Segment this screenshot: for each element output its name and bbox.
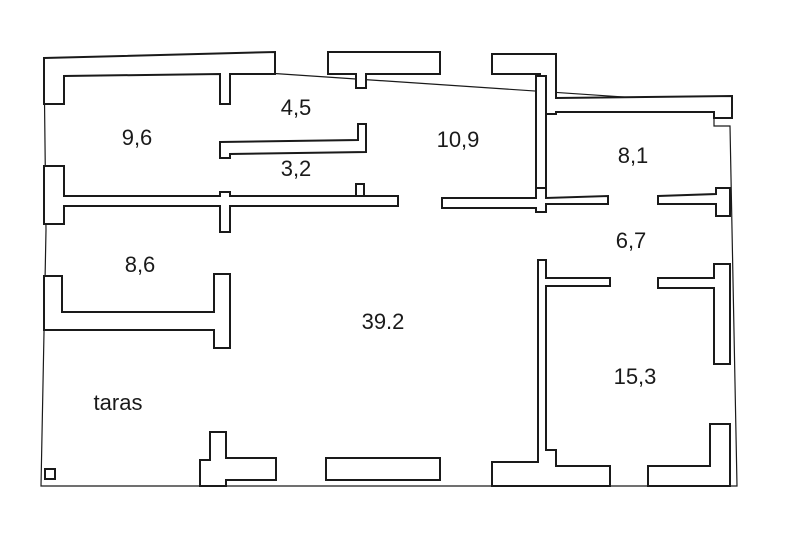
wall-bedroom-lower-right bbox=[647, 423, 731, 487]
room-label: 39.2 bbox=[362, 309, 405, 334]
wall-mid-horizontal-left bbox=[43, 165, 399, 233]
wall-bedroom-upper-right bbox=[657, 263, 731, 365]
wall-bottom-center bbox=[325, 457, 441, 481]
wall-room-86 bbox=[43, 273, 231, 349]
terrace-label: taras bbox=[94, 390, 143, 415]
wall-closet-upper bbox=[219, 123, 367, 159]
room-label: 3,2 bbox=[281, 156, 312, 181]
room-label: 15,3 bbox=[614, 364, 657, 389]
wall-bedroom-left bbox=[491, 259, 611, 487]
room-label: 6,7 bbox=[616, 228, 647, 253]
room-label: 9,6 bbox=[122, 125, 153, 150]
wall-right-stub bbox=[657, 187, 731, 217]
wall-mid-vertical bbox=[535, 75, 547, 199]
wall-top-center bbox=[327, 51, 441, 89]
wall-mid-horizontal-right bbox=[441, 187, 609, 213]
wall-bottom-left bbox=[199, 431, 277, 487]
column-marker bbox=[44, 468, 56, 480]
wall-top-left-room bbox=[43, 50, 276, 105]
room-label: 8,6 bbox=[125, 252, 156, 277]
room-label: 4,5 bbox=[281, 95, 312, 120]
room-label: 10,9 bbox=[437, 127, 480, 152]
wall-top-right bbox=[491, 53, 733, 119]
room-label: 8,1 bbox=[618, 143, 649, 168]
